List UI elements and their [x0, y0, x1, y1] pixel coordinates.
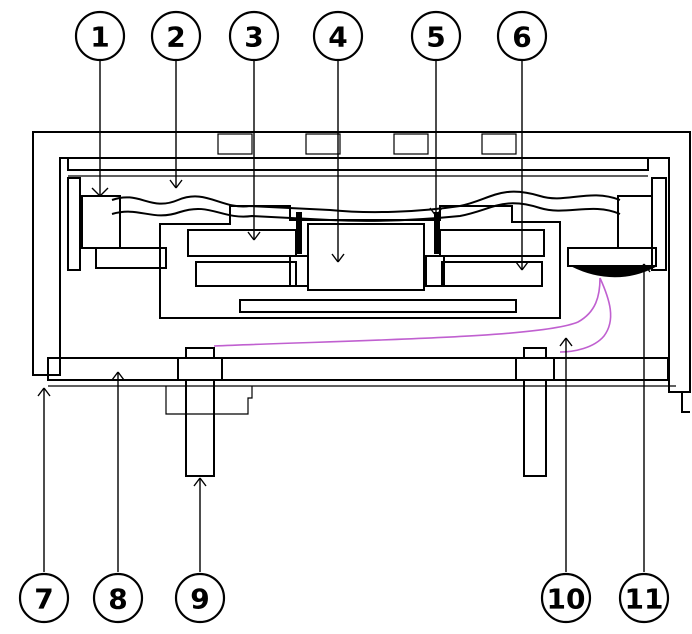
magnet-assembly	[187, 212, 545, 287]
callout-label: 7	[34, 583, 53, 616]
support-frame	[159, 205, 561, 319]
callout-label: 5	[426, 21, 445, 54]
callout-label: 3	[244, 21, 263, 54]
callout-5: 5	[410, 10, 462, 62]
top-plate	[67, 157, 649, 177]
top-vent-hole	[217, 133, 253, 155]
callout-7: 7	[18, 572, 70, 624]
callout-9: 9	[174, 572, 226, 624]
terminal-pin	[296, 212, 302, 254]
terminal-pin	[434, 212, 440, 254]
circuit-board	[47, 357, 676, 387]
lead-wire	[213, 277, 612, 353]
top-vent-hole	[481, 133, 517, 155]
callout-1: 1	[74, 10, 126, 62]
callout-label: 10	[547, 583, 586, 616]
leader-lines-bottom	[37, 263, 651, 572]
leader-lines-top	[91, 58, 529, 271]
diaphragm	[111, 190, 621, 222]
housing	[32, 131, 691, 413]
callout-6: 6	[496, 10, 548, 62]
center-pole	[307, 223, 425, 291]
side-spacers	[67, 177, 667, 271]
callout-label: 9	[190, 583, 209, 616]
callout-label: 4	[328, 21, 347, 54]
callout-8: 8	[92, 572, 144, 624]
callout-3: 3	[228, 10, 280, 62]
callout-label: 6	[512, 21, 531, 54]
callout-label: 2	[166, 21, 185, 54]
callout-label: 1	[90, 21, 109, 54]
callout-label: 11	[625, 583, 664, 616]
callout-10: 10	[540, 572, 592, 624]
callout-4: 4	[312, 10, 364, 62]
standoffs	[165, 347, 555, 477]
contact-element	[567, 247, 657, 278]
callout-11: 11	[618, 572, 670, 624]
callout-2: 2	[150, 10, 202, 62]
top-vent-hole	[393, 133, 429, 155]
top-vent-hole	[305, 133, 341, 155]
callout-label: 8	[108, 583, 127, 616]
